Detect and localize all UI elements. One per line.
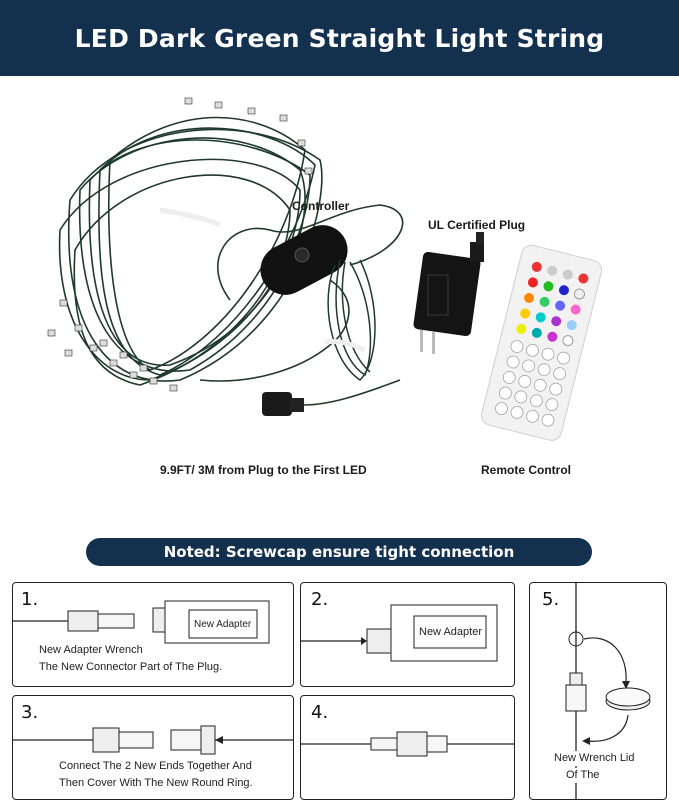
step-1-caption-2: The New Connector Part of The Plug. [39, 661, 223, 673]
note-text: Noted: Screwcap ensure tight connection [163, 543, 515, 561]
step-5-caption-1: New Wrench Lid [554, 751, 635, 766]
remote-label: Remote Control [481, 463, 571, 477]
led-bulbs [47, 97, 313, 392]
step-5-diagram [565, 583, 651, 799]
step-3-panel: 3. Connect The 2 New Ends Together And T… [12, 695, 294, 800]
step-2-number: 2. [311, 589, 329, 610]
step-3-caption-1: Connect The 2 New Ends Together And [59, 760, 252, 772]
lead-coil [327, 259, 376, 381]
plug-label: UL Certified Plug [428, 218, 526, 232]
remote-control [481, 244, 603, 441]
step-1-diagram [13, 600, 270, 644]
step-2-adapter-label: New Adapter [419, 626, 482, 638]
controller-label: Controller [292, 199, 350, 213]
step-3-diagram [13, 725, 293, 755]
page-title: LED Dark Green Straight Light String [74, 23, 605, 53]
note-banner: Noted: Screwcap ensure tight connection [86, 538, 592, 566]
step-4-panel: 4. [300, 695, 515, 800]
step-5-panel: 5. New Wrench Lid Of The [529, 582, 667, 800]
step-3-caption-2: Then Cover With The New Round Ring. [59, 777, 253, 789]
step-5-number: 5. [542, 589, 560, 610]
step-2-diagram [301, 604, 498, 662]
product-photo [47, 97, 603, 441]
step-1-panel: 1. New Adapter New Adapter Wrench The Ne… [12, 582, 294, 687]
step-1-caption-1: New Adapter Wrench [39, 644, 143, 656]
step-3-number: 3. [21, 702, 39, 723]
power-plug [413, 232, 484, 354]
controller-box [260, 225, 348, 295]
cable-connector [262, 379, 401, 416]
step-1-adapter-label: New Adapter [194, 619, 252, 630]
cable-length-label: 9.9FT/ 3M from Plug to the First LED [160, 463, 367, 477]
step-2-panel: 2. New Adapter [300, 582, 515, 687]
cable-tie [159, 207, 222, 228]
step-5-caption-2: Of The [566, 768, 600, 783]
step-4-diagram [301, 731, 514, 757]
step-1-number: 1. [21, 589, 39, 610]
step-4-number: 4. [311, 702, 329, 723]
title-banner: LED Dark Green Straight Light String [0, 0, 679, 76]
